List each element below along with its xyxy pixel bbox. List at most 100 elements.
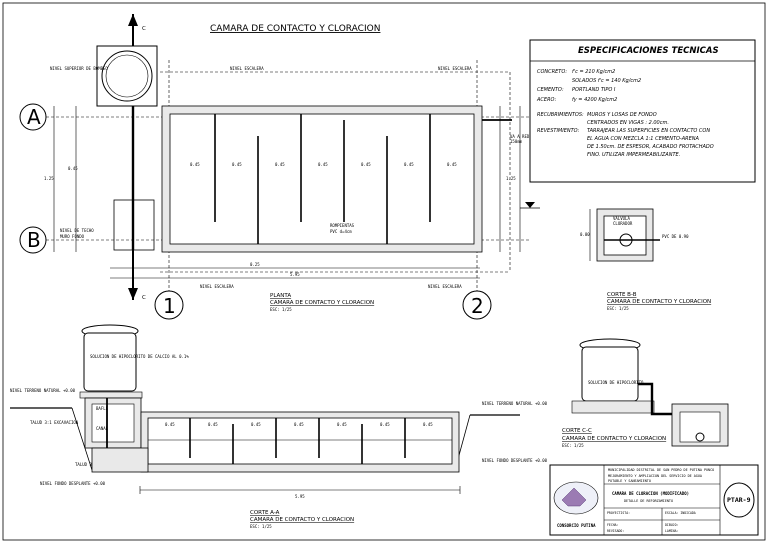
dim-label: 0.45 <box>208 422 218 427</box>
spec-value: DE 1.50cm. DE ESPESOR, ACABADO FROTACHAD… <box>587 144 714 150</box>
terrain-note: NIVEL TERRENO NATURAL +0.00 <box>10 388 76 393</box>
dim-label: 5.95 <box>290 272 300 277</box>
drawing-sub: DETALLE DE REFORZAMIENTO <box>624 499 673 503</box>
pipe-note: ROMPIENTAS <box>330 223 355 228</box>
corner-note: NIVEL DE TECHO <box>60 228 94 233</box>
level-label: NIVEL ESCALERA <box>438 66 472 71</box>
aa-label: CORTE A-A <box>250 510 280 516</box>
project-line: MEJORAMIENTO Y AMPLIACION DEL SERVICIO D… <box>608 474 702 478</box>
sheet-code-bubble <box>723 482 755 518</box>
spec-title: ESPECIFICACIONES TECNICAS <box>578 46 719 56</box>
bb-label: CORTE B-B <box>607 292 637 298</box>
field-label: ESCALA: INDICADA <box>665 511 696 515</box>
cut-cc: SOLUCION DE HIPOCLORITO CORTE C-C CAMARA… <box>562 338 729 448</box>
dim-label: 0.45 <box>337 422 347 427</box>
level-label: NIVEL ESCALERA <box>428 284 462 289</box>
bb-scale: ESC: 1/25 <box>607 306 629 311</box>
field-label: PROYECTISTA: <box>607 511 630 515</box>
cc-scale: ESC: 1/25 <box>562 443 584 448</box>
spec-value: PORTLAND TIPO I <box>572 87 616 93</box>
baffle-note: BAFLE <box>96 406 109 411</box>
dim-label: 0.45 <box>275 162 285 167</box>
plan-scale: ESC: 1/25 <box>270 307 292 312</box>
cc-tank-note: SOLUCION DE HIPOCLORITO <box>588 380 644 385</box>
dim-label: 0.45 <box>380 422 390 427</box>
dim-label: 1.25 <box>506 176 516 181</box>
cut-label-c: C <box>142 26 146 32</box>
cc-sublabel: CAMARA DE CONTACTO Y CLORACION <box>562 436 666 442</box>
tank-note: NIVEL SUPERIOR DE BOMBEO <box>50 66 108 71</box>
floor-note: NIVEL FONDO DESPLANTE +0.00 <box>40 481 106 486</box>
dim-label: 0.45 <box>68 166 78 171</box>
dim-label: 0.25 <box>250 262 260 267</box>
dim-label: 0.80 <box>580 232 590 237</box>
field-label: LAMINA: <box>665 529 679 533</box>
field-label: REVISADO: <box>607 529 624 533</box>
spec-value: EL AGUA CON MEZCLA 1:1 CEMENTO-ARENA <box>587 136 700 142</box>
cut-aa: NIVEL TERRENO NATURAL +0.00 NIVEL TERREN… <box>10 324 548 529</box>
cut-label-c: C <box>142 295 146 301</box>
axis-label-a: A <box>27 105 41 129</box>
dim-label: 0.45 <box>423 422 433 427</box>
spec-label: CONCRETO: <box>537 69 567 75</box>
channel-note: CANAL <box>96 426 109 431</box>
spec-value: MUROS Y LOSAS DE FONDO <box>587 112 657 118</box>
title-block: CONSORCIO PUTINA MUNICIPALIDAD DISTRITAL… <box>549 464 759 536</box>
pipe-note: PVC d=4cm <box>330 229 352 234</box>
dim-label: 1.25 <box>44 176 54 181</box>
spec-value: TARRAJEAR LAS SUPERFICIES EN CONTACTO CO… <box>587 128 710 134</box>
axis-label-b: B <box>27 228 41 252</box>
dim-label: 0.45 <box>404 162 414 167</box>
sheet-code: PTAR-9 <box>727 496 751 504</box>
cc-label: CORTE C-C <box>562 428 592 434</box>
outlet-note: 150mm <box>510 139 523 144</box>
spec-label: REVESTIMIENTO: <box>537 128 580 134</box>
level-label: NIVEL ESCALERA <box>200 284 234 289</box>
spec-label: RECUBRIMIENTOS: <box>537 112 584 118</box>
spec-value: f'c = 210 Kg/cm2 <box>572 69 615 75</box>
bottom-note: MURO FONDO <box>60 234 85 239</box>
bb-note: VALVULA <box>613 216 630 221</box>
drawing-name: CAMARA DE CLORACION (MODIFICADO) <box>612 491 689 496</box>
dim-label: 0.45 <box>361 162 371 167</box>
spec-value: fy = 4200 Kg/cm2 <box>572 97 617 103</box>
field-label: FECHA: <box>607 523 619 527</box>
main-title: CAMARA DE CONTACTO Y CLORACION <box>210 24 380 34</box>
slope-note: TALUD 3:1 EXCAVACION <box>30 420 79 425</box>
plan-label: PLANTA <box>270 293 291 299</box>
field-label: DIBUJO: <box>665 523 679 527</box>
dim-label: 0.45 <box>165 422 175 427</box>
bb-note: PVC DE 0.90 <box>662 234 689 239</box>
cut-bb: VALVULA CLORADOR PVC DE 0.90 0.80 CORTE … <box>580 208 711 311</box>
baffle-rebars <box>214 114 431 244</box>
consortium-name: CONSORCIO PUTINA <box>557 523 596 528</box>
spec-value: FINO. UTILIZAR IMPERMEABILIZANTE. <box>587 152 680 158</box>
baffle-posts <box>148 418 452 464</box>
axis-label-2: 2 <box>471 294 484 318</box>
plan-view: A B 1 2 C C NIVEL ESCALERA NIVEL ESCALER… <box>19 14 540 320</box>
spec-label: CEMENTO: <box>537 87 564 93</box>
bb-sublabel: CAMARA DE CONTACTO Y CLORACION <box>607 299 711 305</box>
aa-scale: ESC: 1/25 <box>250 524 272 529</box>
dim-label: 0.45 <box>447 162 457 167</box>
spec-value: SOLADOS f'c = 140 Kg/cm2 <box>572 78 641 84</box>
tank-note: SOLUCION DE HIPOCLORITO DE CALCIO AL 0.1… <box>90 354 189 359</box>
chlorinator-tank-elev <box>83 332 137 392</box>
bb-note: CLORADOR <box>613 221 633 226</box>
dim-label: 0.45 <box>318 162 328 167</box>
dim-label: 0.45 <box>190 162 200 167</box>
floor-note: NIVEL FONDO DESPLANTE +0.00 <box>482 458 548 463</box>
org-name: MUNICIPALIDAD DISTRITAL DE SAN PEDRO DE … <box>608 468 714 472</box>
dim-label: 0.45 <box>251 422 261 427</box>
spec-box: ESPECIFICACIONES TECNICAS CONCRETO: f'c … <box>529 39 756 183</box>
spec-value: CENTRADOS EN VIGAS : 2.00cm. <box>587 120 669 126</box>
plan-sublabel: CAMARA DE CONTACTO Y CLORACION <box>270 300 374 306</box>
dim-label: 0.45 <box>294 422 304 427</box>
axis-label-1: 1 <box>163 294 176 318</box>
dim-label: 5.95 <box>295 494 305 499</box>
terrain-note: NIVEL TERRENO NATURAL +0.00 <box>482 401 548 406</box>
dim-label: 0.45 <box>232 162 242 167</box>
project-line: POTABLE Y SANEAMIENTO <box>608 479 651 483</box>
